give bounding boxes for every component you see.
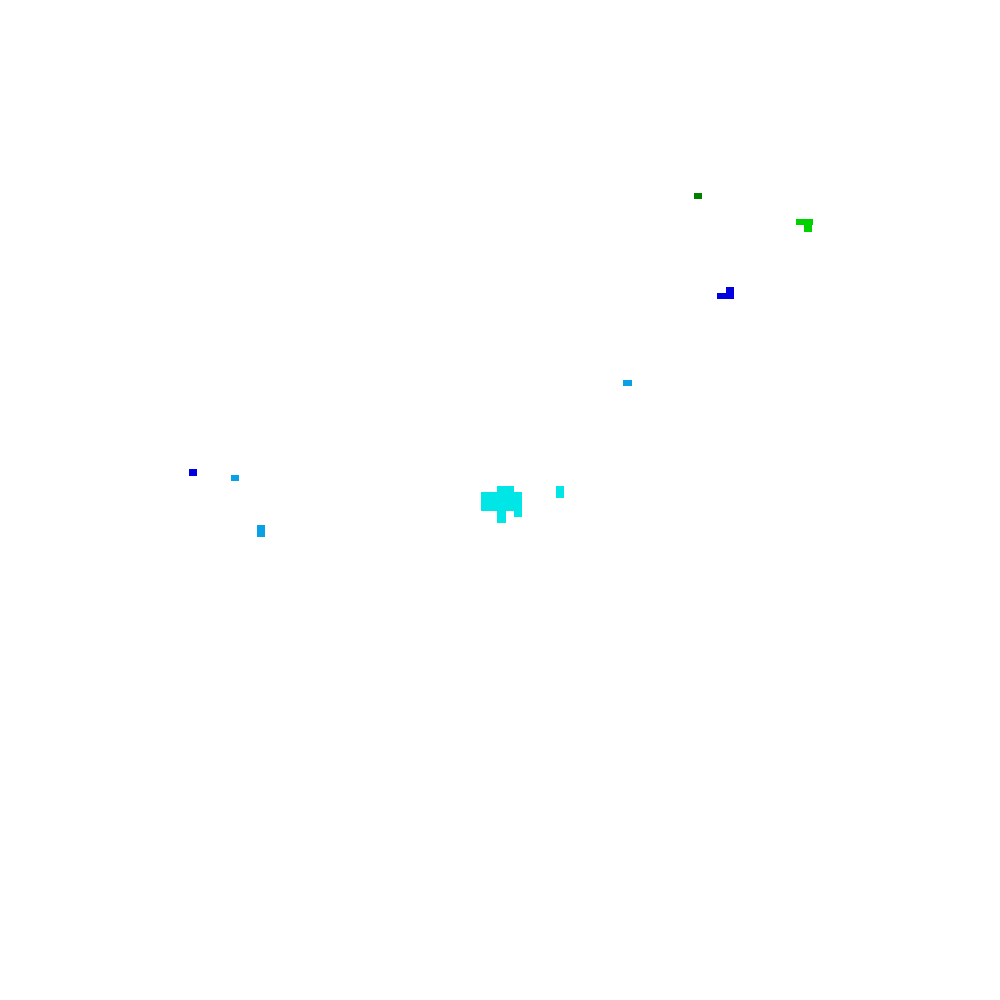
green-blob-pixel-0 [796, 219, 813, 225]
cyan-cluster-pixel-2 [497, 511, 506, 523]
cyan-cluster-pixel-1 [481, 492, 522, 511]
cyan-blob-right-pixel-0 [556, 486, 564, 498]
blue-blob-upper-pixel-0 [726, 287, 734, 293]
sky-blue-blob-lower-left-pixel-0 [257, 525, 265, 537]
sky-blue-blob-left-pixel-0 [231, 475, 239, 481]
cyan-cluster-pixel-0 [497, 486, 514, 492]
dark-green-blob-pixel-0 [694, 193, 702, 199]
blue-blob-left-pixel-0 [189, 469, 197, 476]
blue-blob-upper-pixel-1 [717, 293, 734, 299]
sky-blue-blob-center-pixel-0 [623, 380, 632, 386]
cyan-cluster-pixel-3 [514, 511, 522, 517]
green-blob-pixel-1 [804, 225, 812, 232]
